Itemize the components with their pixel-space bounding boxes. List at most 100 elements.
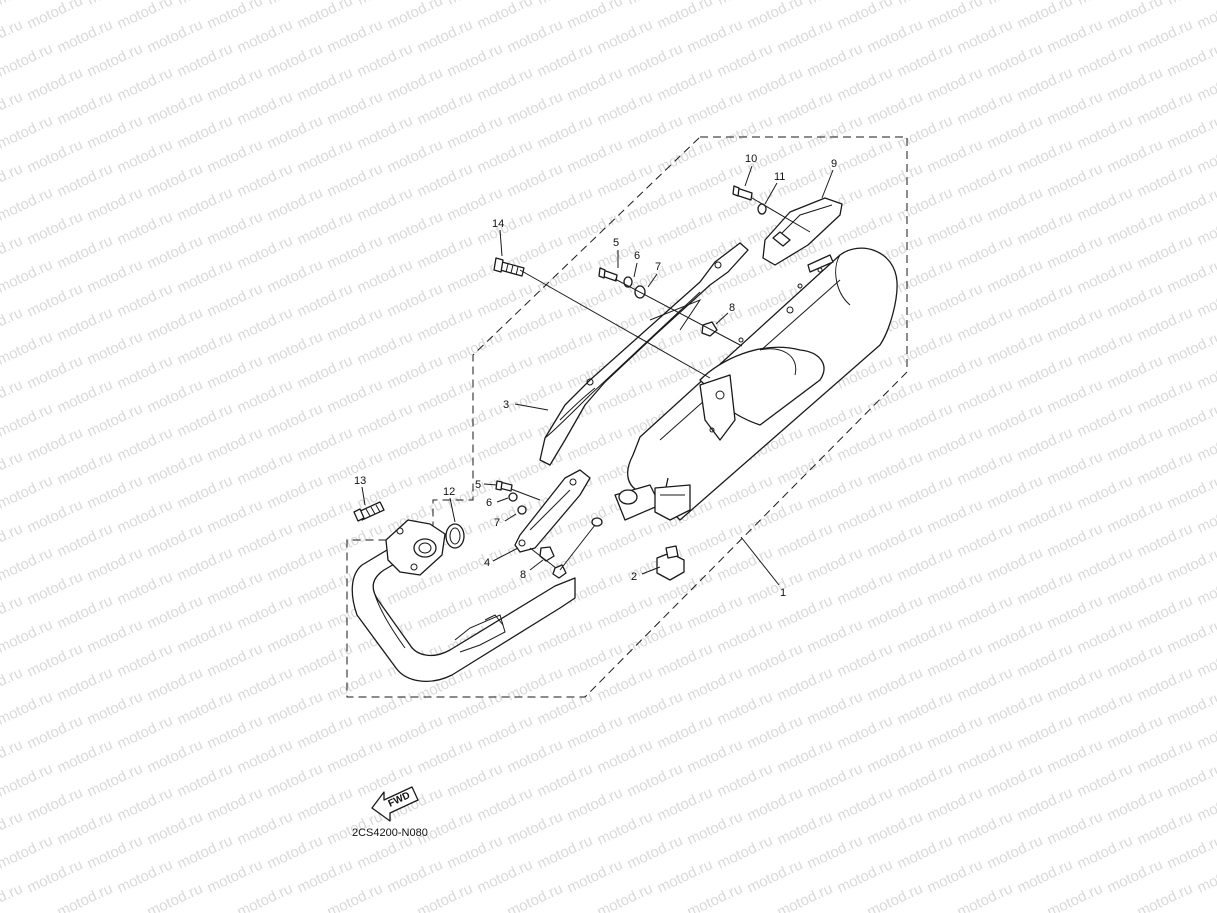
callout-8-upper: 8 <box>729 302 735 314</box>
watermark-text: motod.ru <box>295 856 356 896</box>
watermark-text: motod.ru <box>0 544 55 584</box>
watermark-text: motod.ru <box>745 856 806 896</box>
watermark-text: motod.ru <box>1075 544 1136 584</box>
watermark-text: motod.ru <box>25 640 86 680</box>
watermark-text: motod.ru <box>835 712 896 752</box>
watermark-text: motod.ru <box>925 784 986 824</box>
watermark-text: motod.ru <box>865 880 926 913</box>
callout-1: 1 <box>780 587 786 599</box>
watermark-text: motod.ru <box>1135 880 1196 913</box>
watermark-text: motod.ru <box>295 640 356 680</box>
watermark-text: motod.ru <box>325 664 386 704</box>
watermark-text: motod.ru <box>985 112 1046 152</box>
watermark-text: motod.ru <box>895 832 956 872</box>
watermark-text: motod.ru <box>685 16 746 56</box>
watermark-text: motod.ru <box>1195 136 1217 176</box>
watermark-text: motod.ru <box>715 112 776 152</box>
watermark-text: motod.ru <box>1105 352 1166 392</box>
watermark-text: motod.ru <box>55 304 116 344</box>
watermark-text: motod.ru <box>25 424 86 464</box>
watermark-text: motod.ru <box>175 400 236 440</box>
watermark-text: motod.ru <box>415 376 476 416</box>
watermark-text: motod.ru <box>895 40 956 80</box>
watermark-text: motod.ru <box>85 328 146 368</box>
watermark-text: motod.ru <box>175 256 236 296</box>
watermark-text: motod.ru <box>295 712 356 752</box>
watermark-text: motod.ru <box>655 0 716 33</box>
watermark-text: motod.ru <box>205 208 266 248</box>
watermark-text: motod.ru <box>115 640 176 680</box>
watermark-text: motod.ru <box>445 832 506 872</box>
watermark-text: motod.ru <box>175 184 236 224</box>
watermark-text: motod.ru <box>865 520 926 560</box>
watermark-text: motod.ru <box>505 664 566 704</box>
watermark-text: motod.ru <box>115 352 176 392</box>
watermark-text: motod.ru <box>835 496 896 536</box>
watermark-text: motod.ru <box>1045 592 1106 632</box>
watermark-text: motod.ru <box>385 352 446 392</box>
watermark-text: motod.ru <box>235 448 296 488</box>
watermark-text: motod.ru <box>1045 160 1106 200</box>
watermark-text: motod.ru <box>685 736 746 776</box>
watermark-text: motod.ru <box>295 136 356 176</box>
watermark-text: motod.ru <box>0 112 55 152</box>
bolt-14 <box>493 257 525 277</box>
watermark-text: motod.ru <box>415 88 476 128</box>
watermark-text: motod.ru <box>985 472 1046 512</box>
watermark-text: motod.ru <box>775 88 836 128</box>
watermark-text: motod.ru <box>325 376 386 416</box>
watermark-text: motod.ru <box>0 304 25 344</box>
watermark-text: motod.ru <box>625 616 686 656</box>
watermark-text: motod.ru <box>985 544 1046 584</box>
watermark-text: motod.ru <box>805 616 866 656</box>
watermark-text: motod.ru <box>175 616 236 656</box>
watermark-text: motod.ru <box>295 64 356 104</box>
watermark-text: motod.ru <box>985 40 1046 80</box>
watermark-text: motod.ru <box>925 640 986 680</box>
watermark-text: motod.ru <box>235 664 296 704</box>
watermark-text: motod.ru <box>475 712 536 752</box>
watermark-text: motod.ru <box>1045 448 1106 488</box>
watermark-text: motod.ru <box>415 16 476 56</box>
watermark-text: motod.ru <box>145 664 206 704</box>
watermark-text: motod.ru <box>295 208 356 248</box>
watermark-text: motod.ru <box>565 712 626 752</box>
watermark-text: motod.ru <box>955 736 1016 776</box>
assembly-lines <box>510 197 811 571</box>
watermark-text: motod.ru <box>235 304 296 344</box>
watermark-text: motod.ru <box>445 400 506 440</box>
assembly-boundary <box>346 136 908 698</box>
watermark-text: motod.ru <box>745 64 806 104</box>
watermark-text: motod.ru <box>1045 376 1106 416</box>
callout-10: 10 <box>745 153 757 165</box>
watermark-text: motod.ru <box>625 112 686 152</box>
watermark-text: motod.ru <box>1105 424 1166 464</box>
watermark-text: motod.ru <box>0 520 25 560</box>
watermark-text: motod.ru <box>1105 712 1166 752</box>
watermark-text: motod.ru <box>55 16 116 56</box>
watermark-text: motod.ru <box>1165 400 1217 440</box>
watermark-text: motod.ru <box>535 760 596 800</box>
watermark-text: motod.ru <box>565 0 626 33</box>
watermark-text: motod.ru <box>1075 400 1136 440</box>
watermark-text: motod.ru <box>895 688 956 728</box>
watermark-text: motod.ru <box>1135 232 1196 272</box>
watermark-text: motod.ru <box>205 712 266 752</box>
watermark-text: motod.ru <box>55 232 116 272</box>
watermark-text: motod.ru <box>1045 232 1106 272</box>
gasket <box>445 523 465 549</box>
watermark-text: motod.ru <box>535 832 596 872</box>
watermark-text: motod.ru <box>385 856 446 896</box>
watermark-text: motod.ru <box>1045 880 1106 913</box>
watermark-text: motod.ru <box>385 64 446 104</box>
watermark-text: motod.ru <box>0 232 25 272</box>
watermark-text: motod.ru <box>505 88 566 128</box>
watermark-text: motod.ru <box>1195 856 1217 896</box>
watermark-text: motod.ru <box>415 448 476 488</box>
leader-lines <box>361 165 834 586</box>
watermark-text: motod.ru <box>25 568 86 608</box>
watermark-text: motod.ru <box>955 160 1016 200</box>
watermark-text: motod.ru <box>895 400 956 440</box>
watermark-text: motod.ru <box>295 352 356 392</box>
watermark-text: motod.ru <box>925 352 986 392</box>
